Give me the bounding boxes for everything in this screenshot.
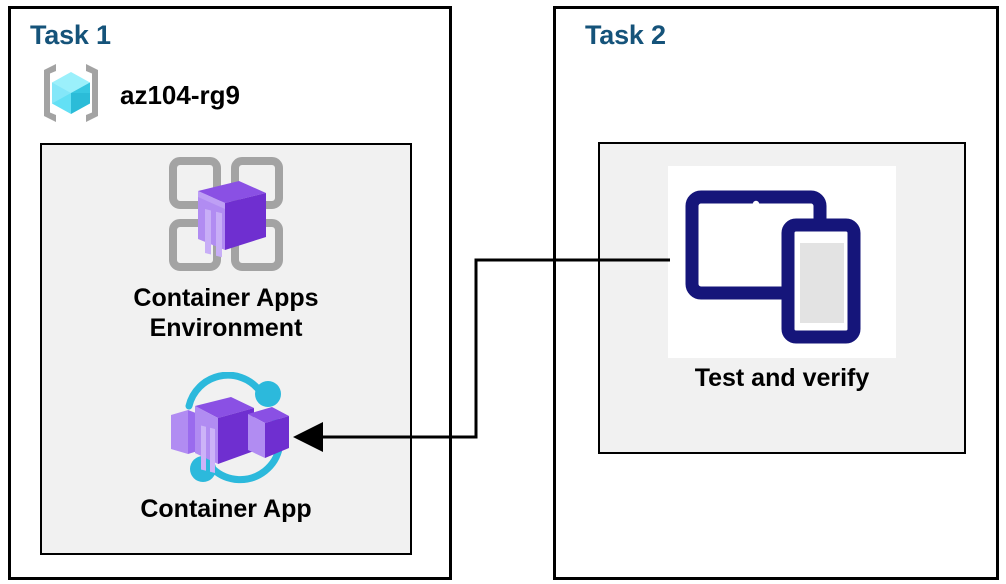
- task-2-title: Task 2: [585, 20, 666, 50]
- node-container-app: Container App: [56, 371, 396, 525]
- resource-group-icon: [34, 56, 108, 135]
- node-container-apps-environment: Container Apps Environment: [56, 155, 396, 343]
- test-and-verify-label: Test and verify: [694, 364, 870, 392]
- resource-group-header: az104-rg9: [34, 56, 240, 135]
- container-app-icon: [155, 371, 297, 489]
- resource-group-name: az104-rg9: [120, 80, 240, 110]
- container-apps-environment-icon: [165, 155, 287, 278]
- task-1-title: Task 1: [30, 20, 111, 50]
- container-app-label: Container App: [140, 495, 312, 523]
- node-test-and-verify: Test and verify: [614, 166, 950, 394]
- container-apps-environment-label: Container Apps Environment: [133, 284, 319, 342]
- devices-tablet-phone-icon: [668, 166, 896, 358]
